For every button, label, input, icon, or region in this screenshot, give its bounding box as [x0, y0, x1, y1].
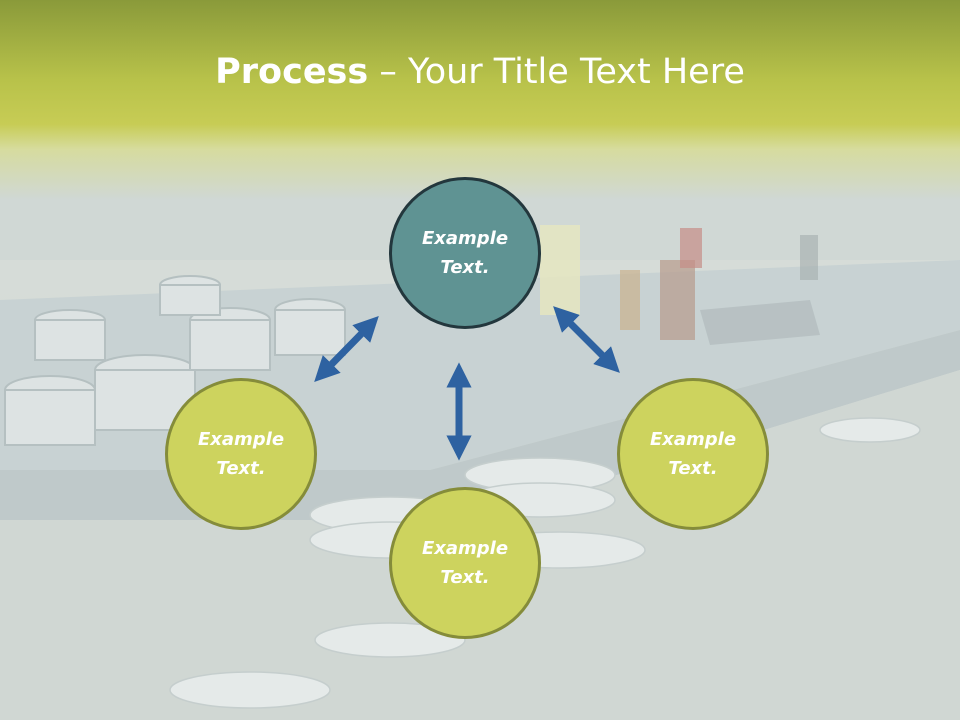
node-bottom-line2: Text. — [440, 567, 490, 588]
node-right-line1: Example — [649, 429, 737, 450]
node-right-line2: Text. — [668, 458, 718, 479]
title-bold: Process — [215, 52, 369, 92]
slide-title: Process – Your Title Text Here — [0, 52, 960, 92]
header-band — [0, 0, 960, 200]
title-rest: – Your Title Text Here — [368, 52, 745, 92]
node-left-line1: Example — [197, 429, 285, 450]
arrow-top-right — [553, 306, 620, 373]
node-top-line2: Text. — [440, 257, 490, 278]
arrow-top-left — [314, 315, 379, 383]
node-bottom-line1: Example — [421, 538, 509, 559]
node-top-line1: Example — [421, 228, 509, 249]
node-left-line2: Text. — [216, 458, 266, 479]
